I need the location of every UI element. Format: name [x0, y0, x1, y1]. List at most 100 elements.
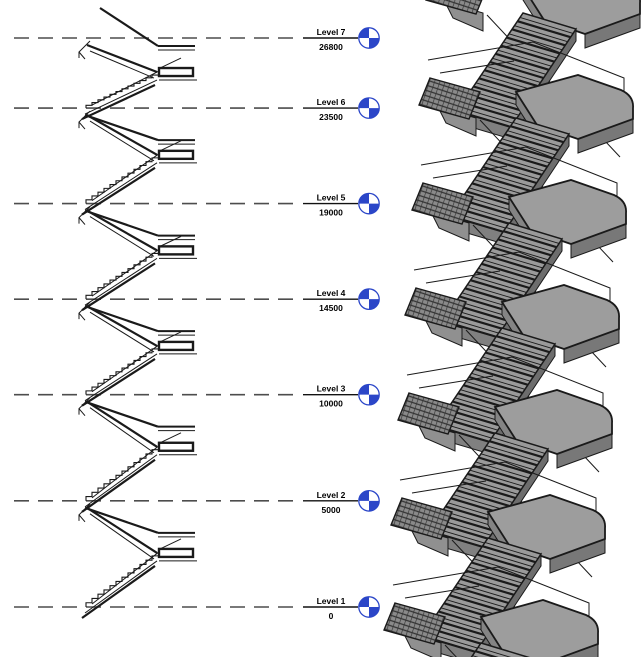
railing-extension — [159, 235, 182, 247]
step-tread-line — [460, 389, 515, 407]
step-riser-line — [472, 464, 527, 483]
level-name-label[interactable]: Level 1 — [317, 596, 346, 606]
stair-stringer-thick — [81, 565, 156, 619]
stair-story-elevation[interactable] — [78, 40, 197, 121]
level-annotation[interactable]: Level 3 10000 — [14, 383, 380, 409]
path-shape — [358, 384, 369, 395]
level-wireframe-line — [418, 375, 494, 389]
step-tread-line — [453, 494, 508, 512]
level-wireframe-line — [411, 480, 487, 494]
far-flight-edge — [86, 209, 158, 252]
step-riser-line — [461, 480, 516, 500]
far-flight-soffit — [89, 311, 155, 353]
step-tread-line — [486, 66, 541, 83]
step-tread-line — [485, 162, 540, 180]
level-datum-icon[interactable] — [358, 596, 380, 618]
level-wireframe-line — [404, 585, 480, 599]
step-tread-line — [492, 57, 547, 75]
step-riser-line — [503, 230, 557, 249]
stair-story-elevation[interactable] — [78, 397, 197, 513]
level-annotation[interactable]: Level 7 26800 — [14, 27, 380, 52]
step-tread-line — [469, 469, 524, 487]
level-elevation-value[interactable]: 26800 — [319, 42, 343, 52]
far-flight-soffit — [89, 513, 155, 560]
level-annotation[interactable]: Level 6 23500 — [14, 97, 380, 122]
winder-steps — [383, 602, 446, 645]
step-riser-line — [482, 165, 537, 185]
floor-apex-mark — [78, 110, 91, 130]
stair-3d-view[interactable] — [383, 0, 641, 657]
level-elevation-value[interactable]: 14500 — [319, 303, 343, 313]
stair-stringer-thick — [81, 357, 156, 407]
step-tread-line — [465, 381, 520, 398]
stair-story-elevation[interactable] — [78, 206, 197, 312]
railing-diagonal — [99, 7, 159, 47]
step-riser-line — [474, 367, 529, 386]
floor-railing-lines — [84, 305, 195, 336]
level-name-label[interactable]: Level 6 — [317, 97, 346, 107]
stair-3d-story[interactable] — [390, 461, 606, 657]
step-riser-line — [517, 20, 571, 39]
level-annotation[interactable]: Level 5 19000 — [14, 192, 380, 218]
step-tread-line — [478, 267, 533, 285]
railing-diagonal — [84, 400, 159, 428]
stair-soffit-line — [84, 257, 158, 306]
level-elevation-value[interactable]: 19000 — [319, 208, 343, 218]
step-tread-line — [490, 154, 545, 172]
level-name-label[interactable]: Level 7 — [317, 27, 346, 37]
step-riser-line — [490, 343, 545, 362]
level-name-label[interactable]: Level 2 — [317, 490, 346, 500]
stair-3d-story[interactable] — [404, 251, 620, 473]
stair-story-elevation[interactable] — [78, 110, 197, 216]
stair-elevation-view[interactable] — [78, 7, 197, 619]
step-riser-line — [449, 594, 504, 613]
far-flight-soffit — [89, 216, 155, 257]
step-tread-line — [451, 591, 506, 608]
level-datum-icon[interactable] — [358, 288, 380, 310]
step-riser-line — [460, 577, 515, 596]
railing-diagonal — [84, 305, 159, 333]
level-datum-icon[interactable] — [358, 383, 380, 406]
stair-landing — [514, 74, 634, 140]
step-tread-line — [508, 33, 563, 51]
level-wireframe-line — [439, 60, 515, 74]
level-annotation[interactable]: Level 1 0 — [14, 596, 380, 621]
path-shape — [358, 490, 369, 501]
step-tread-line — [458, 486, 513, 503]
stair-3d-story[interactable] — [383, 566, 599, 657]
step-riser-line — [477, 174, 532, 193]
winder-steps — [397, 392, 460, 435]
stair-story-elevation[interactable] — [78, 503, 197, 619]
step-tread-line — [467, 284, 522, 302]
level-elevation-value[interactable]: 0 — [329, 611, 334, 621]
step-tread-line — [473, 558, 528, 576]
floor-railing-lines — [84, 114, 195, 145]
step-riser-line — [488, 157, 543, 176]
railing-diagonal — [84, 114, 159, 142]
step-riser-line — [470, 279, 525, 298]
step-riser-line — [479, 359, 534, 378]
step-riser-line — [456, 489, 511, 508]
level-name-label[interactable]: Level 3 — [317, 384, 346, 394]
step-tread-line — [505, 227, 560, 244]
level-elevation-value[interactable]: 23500 — [319, 112, 343, 122]
path-shape — [369, 299, 380, 310]
step-riser-line — [499, 141, 554, 160]
level-annotation[interactable]: Level 2 5000 — [14, 489, 380, 515]
level-datum-icon[interactable] — [358, 192, 380, 215]
level-elevation-value[interactable]: 10000 — [319, 399, 343, 409]
level-annotation[interactable]: Level 4 14500 — [14, 288, 380, 313]
level-datum-icon[interactable] — [358, 97, 380, 119]
stair-landing — [479, 599, 599, 657]
path-shape — [358, 288, 369, 300]
level-name-label[interactable]: Level 5 — [317, 193, 346, 203]
step-tread-line — [497, 49, 552, 67]
level-name-label[interactable]: Level 4 — [317, 288, 346, 298]
level-elevation-value[interactable]: 5000 — [322, 505, 341, 515]
step-riser-line — [454, 585, 509, 605]
stair-story-elevation[interactable] — [78, 301, 197, 407]
level-datum-icon[interactable] — [358, 489, 380, 512]
step-tread-line — [476, 364, 531, 382]
level-datum-icon[interactable] — [358, 27, 380, 49]
